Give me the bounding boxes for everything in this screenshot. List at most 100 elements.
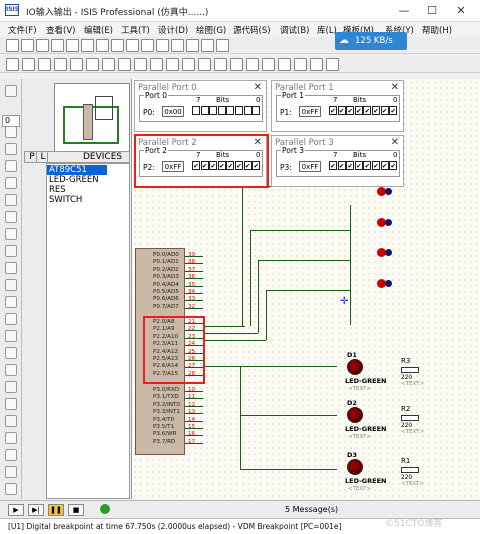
resistor-r3[interactable] [401,367,419,373]
zoom-area-icon[interactable] [216,39,229,52]
led-d2[interactable] [347,407,363,423]
pick-device-icon[interactable] [150,58,163,71]
decompose-icon[interactable] [198,58,211,71]
led-d3[interactable] [347,459,363,475]
bit-checkbox[interactable]: ✔ [217,161,226,170]
device-item-at89c51[interactable]: AT89C51 [47,165,107,175]
line-icon[interactable] [5,364,17,376]
copy-icon[interactable] [54,58,67,71]
switch-contact[interactable] [377,187,386,196]
circle-icon[interactable] [5,398,17,410]
zoom-out-icon[interactable] [186,39,199,52]
property-icon[interactable] [246,58,259,71]
menu-help[interactable]: 帮助(H) [422,26,453,36]
bit-checkbox[interactable]: ✔ [380,106,389,115]
menu-graph[interactable]: 绘图(G) [196,26,227,36]
switch-contact[interactable] [377,279,386,288]
select-icon[interactable] [5,85,17,97]
bit-checkbox[interactable]: ✔ [363,161,372,170]
bit-checkbox[interactable]: ✔ [226,161,235,170]
bit-checkbox[interactable]: ✔ [337,106,346,115]
pause-button[interactable]: ❚❚ [48,504,64,516]
block-move-icon[interactable] [102,58,115,71]
bit-checkbox[interactable]: ✔ [252,161,261,170]
symbol-icon[interactable] [5,466,17,478]
remove-sheet-icon[interactable] [278,58,291,71]
menu-library[interactable]: 库(L) [317,26,337,36]
subcircuit-icon[interactable] [5,211,17,223]
resistor-r2[interactable] [401,415,419,421]
bit-checkbox[interactable]: ✔ [372,106,380,115]
junction-icon[interactable] [5,143,17,155]
area-icon[interactable] [96,39,109,52]
save-icon[interactable] [36,39,49,52]
menu-file[interactable]: 文件(F) [8,26,37,36]
bit-checkbox[interactable]: ✔ [372,161,380,170]
box-icon[interactable] [5,381,17,393]
make-device-icon[interactable] [166,58,179,71]
netlist-icon[interactable] [294,58,307,71]
menu-system[interactable]: 系统(Y) [385,26,414,36]
menu-design[interactable]: 设计(D) [158,26,189,36]
bit-checkbox[interactable]: ✔ [354,106,363,115]
minimize-button[interactable]: — [398,4,410,17]
pin-icon[interactable] [5,245,17,257]
tab-pick[interactable]: P [28,152,37,162]
arc-icon[interactable] [5,415,17,427]
menu-template[interactable]: 模板(M) [343,26,374,36]
instrument-icon[interactable] [5,347,17,359]
cut-icon[interactable] [38,58,51,71]
open-icon[interactable] [21,39,34,52]
bom-icon[interactable] [326,58,339,71]
path-icon[interactable] [5,432,17,444]
bit-checkbox[interactable]: ✔ [337,161,346,170]
tab-library[interactable]: L [39,152,48,162]
block-copy-icon[interactable] [86,58,99,71]
redo-icon[interactable] [22,58,35,71]
tape-icon[interactable] [5,279,17,291]
bit-checkbox[interactable] [209,106,218,115]
pan-icon[interactable] [156,39,169,52]
menu-view[interactable]: 查看(V) [46,26,76,36]
component-icon[interactable] [5,126,17,138]
close-icon[interactable]: ✕ [390,82,399,93]
menu-edit[interactable]: 编辑(E) [84,26,114,36]
bit-checkbox[interactable]: ✔ [243,161,252,170]
led-d1[interactable] [347,359,363,375]
maximize-button[interactable]: ☐ [427,4,437,17]
menu-tools[interactable]: 工具(T) [121,26,150,36]
probe-i-icon[interactable] [5,330,17,342]
messages-count[interactable]: 5 Message(s) [285,505,339,514]
text-icon[interactable] [5,449,17,461]
graph-icon[interactable] [5,262,17,274]
bit-checkbox[interactable] [252,106,261,115]
import-icon[interactable] [51,39,64,52]
bit-checkbox[interactable]: ✔ [192,161,200,170]
grid-icon[interactable] [126,39,139,52]
device-item-res[interactable]: RES [49,185,66,195]
bit-checkbox[interactable] [243,106,252,115]
bit-checkbox[interactable]: ✔ [329,161,337,170]
origin-icon[interactable] [141,39,154,52]
bit-checkbox[interactable]: ✔ [346,161,355,170]
script-icon[interactable] [5,177,17,189]
bit-checkbox[interactable] [192,106,200,115]
pcb-icon[interactable] [310,58,323,71]
bit-checkbox[interactable]: ✔ [363,106,372,115]
device-item-led-green[interactable]: LED-GREEN [49,175,99,185]
step-button[interactable]: ▶| [28,504,44,516]
switch-contact[interactable] [377,218,386,227]
generator-icon[interactable] [5,296,17,308]
package-icon[interactable] [182,58,195,71]
stop-button[interactable]: ■ [68,504,84,516]
label-icon[interactable] [5,160,17,172]
play-button[interactable]: ▶ [8,504,24,516]
close-icon[interactable]: ✕ [253,137,262,148]
wire-autoroute-icon[interactable] [214,58,227,71]
new-sheet-icon[interactable] [262,58,275,71]
print-icon[interactable] [81,39,94,52]
device-list[interactable]: AT89C51 LED-GREEN RES SWITCH [46,163,130,499]
close-icon[interactable]: ✕ [390,137,399,148]
menu-source[interactable]: 源代码(S) [233,26,271,36]
